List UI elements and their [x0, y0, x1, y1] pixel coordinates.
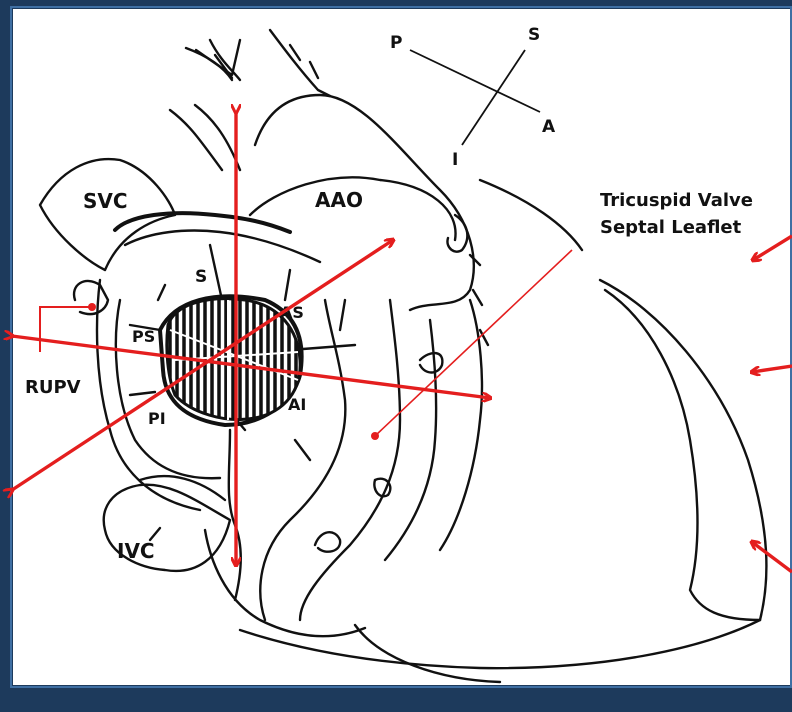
tricuspid-label-line1: Tricuspid Valve	[600, 190, 753, 211]
orientation-i-label: I	[452, 150, 458, 170]
ai-label: AI	[288, 395, 306, 414]
right-arrow-top	[753, 236, 792, 260]
rupv-label: RUPV	[25, 377, 81, 398]
tricuspid-pointer-dot	[371, 432, 379, 440]
aao-label: AAO	[315, 188, 363, 212]
heart-outline	[40, 30, 766, 682]
orientation-cross: P S A I	[390, 25, 556, 170]
ivc-label: IVC	[117, 539, 155, 563]
rupv-pointer-dot	[88, 303, 96, 311]
red-annotations	[12, 112, 792, 572]
ps-label: PS	[132, 327, 155, 346]
tricuspid-label-line2: Septal Leaflet	[600, 217, 742, 238]
right-arrow-middle	[752, 366, 792, 372]
orientation-s-label: S	[528, 25, 540, 45]
septal-s-label: S	[195, 267, 207, 287]
right-arrow-bottom	[752, 542, 792, 572]
svc-label: SVC	[83, 189, 128, 213]
pi-label: PI	[148, 409, 166, 428]
orientation-p-label: P	[390, 33, 402, 53]
orientation-a-label: A	[542, 117, 556, 137]
